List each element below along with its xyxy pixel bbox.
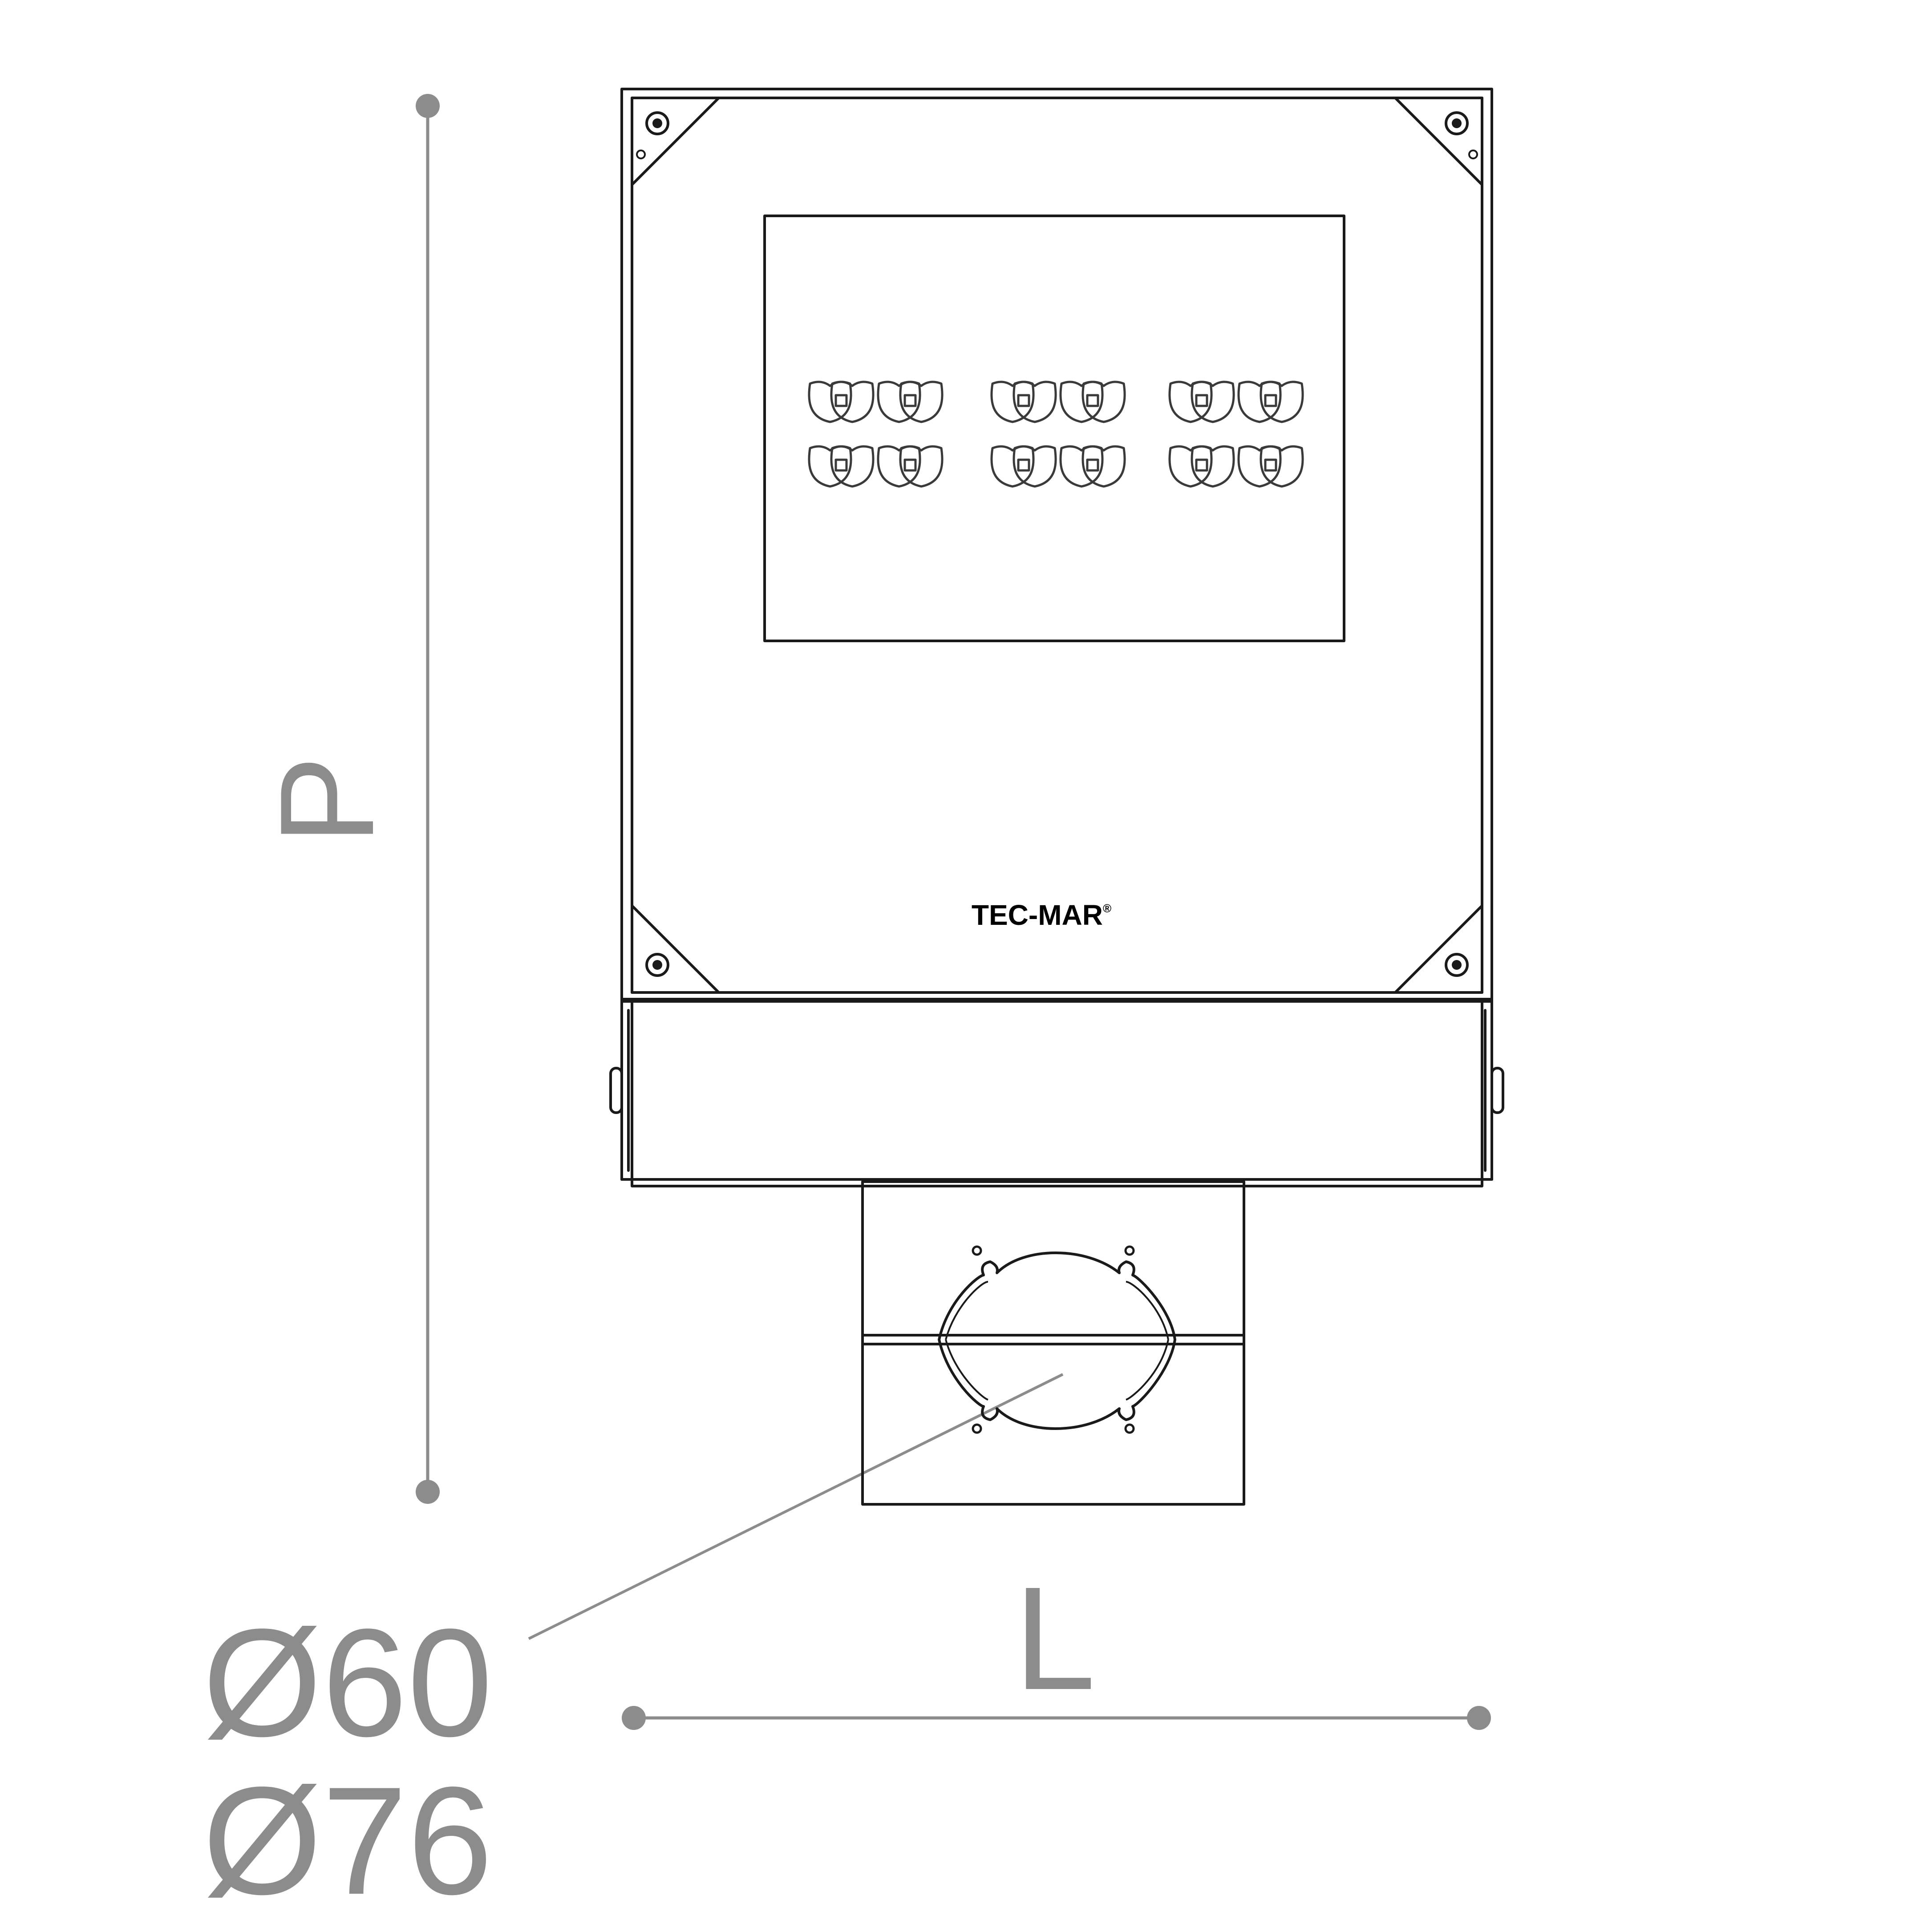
led-chip xyxy=(903,394,917,407)
led-lens xyxy=(877,445,921,488)
pole-diameter-76: Ø76 xyxy=(203,1755,493,1927)
led-lens xyxy=(1260,381,1304,423)
screw-icon xyxy=(1445,953,1469,977)
led-lens xyxy=(1059,381,1104,423)
screw-icon xyxy=(1445,111,1478,159)
width-dimension: L xyxy=(622,1556,1491,1730)
led-lens xyxy=(1260,445,1304,488)
led-module xyxy=(808,381,875,423)
led-chip xyxy=(1086,458,1099,472)
pole-diameter-60: Ø60 xyxy=(203,1597,493,1769)
led-lens xyxy=(877,381,921,423)
led-chip xyxy=(903,458,917,472)
pole-bracket xyxy=(861,1180,1245,1506)
pole-diameter-callout: Ø60 Ø76 xyxy=(203,1373,1064,1927)
led-lens xyxy=(808,445,852,488)
led-module xyxy=(1168,445,1235,488)
brand-logo: TEC-MAR® xyxy=(972,899,1111,931)
led-module xyxy=(1237,381,1304,423)
led-module xyxy=(1059,445,1126,488)
led-module xyxy=(990,381,1057,423)
led-lens xyxy=(899,381,944,423)
width-dimension-label: L xyxy=(1014,1556,1096,1720)
led-module xyxy=(877,445,944,488)
led-lens xyxy=(1168,445,1213,488)
led-lens xyxy=(1168,381,1213,423)
led-lens xyxy=(1059,445,1104,488)
led-lens xyxy=(990,445,1035,488)
led-lens xyxy=(1237,445,1282,488)
led-chip xyxy=(1264,458,1277,472)
led-lens xyxy=(808,381,852,423)
led-lens xyxy=(1013,381,1057,423)
led-module xyxy=(1168,381,1235,423)
registered-mark: ® xyxy=(1103,902,1111,915)
led-chip xyxy=(1017,394,1030,407)
led-array xyxy=(808,381,1304,488)
led-module xyxy=(1059,381,1126,423)
brand-name: TEC-MAR xyxy=(972,899,1103,931)
led-lens xyxy=(1081,381,1126,423)
led-chip xyxy=(1086,394,1099,407)
led-module xyxy=(877,381,944,423)
led-lens xyxy=(1191,445,1235,488)
led-chip xyxy=(834,458,848,472)
led-chip xyxy=(1195,458,1208,472)
led-chip xyxy=(1195,394,1208,407)
led-lens xyxy=(830,381,875,423)
led-chip xyxy=(1017,458,1030,472)
led-lens xyxy=(1013,445,1057,488)
led-chip xyxy=(1264,394,1277,407)
led-lens xyxy=(990,381,1035,423)
led-module xyxy=(1237,445,1304,488)
led-lens xyxy=(899,445,944,488)
luminaire-body: TEC-MAR® xyxy=(609,88,1504,1187)
pole-hole xyxy=(938,1245,1176,1434)
led-module xyxy=(990,445,1057,488)
led-lens xyxy=(1081,445,1126,488)
led-chip xyxy=(834,394,848,407)
screw-icon xyxy=(636,111,669,159)
led-lens xyxy=(1237,381,1282,423)
led-lens xyxy=(830,445,875,488)
led-lens xyxy=(1191,381,1235,423)
height-dimension: P xyxy=(252,94,440,1504)
screw-icon xyxy=(645,953,669,977)
height-dimension-label: P xyxy=(252,756,401,845)
led-window xyxy=(763,215,1345,642)
led-module xyxy=(808,445,875,488)
